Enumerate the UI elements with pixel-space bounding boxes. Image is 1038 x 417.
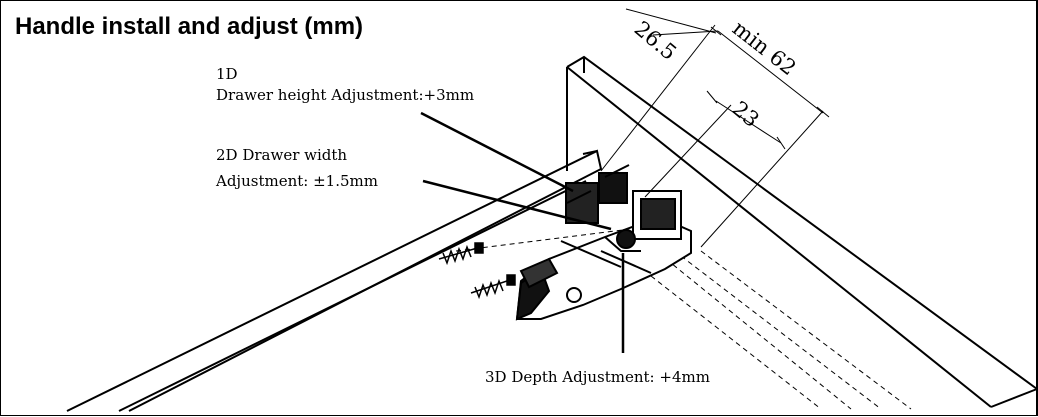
annotation-2d-label: 2D Drawer width (216, 146, 347, 164)
leader-1d (420, 111, 574, 193)
annotation-1d-text: Drawer height Adjustment:+3mm (216, 86, 474, 104)
dimension-26-5: 26.5 (630, 16, 681, 64)
leader-2d (422, 179, 612, 231)
annotation-3d-text: 3D Depth Adjustment: +4mm (485, 368, 710, 386)
dimension-23: 23 (728, 96, 764, 132)
annotation-2d: 2D Drawer width Adjustment: ±1.5mm (215, 146, 378, 190)
locking-device (515, 164, 692, 321)
screw-upper-icon (438, 242, 484, 266)
annotation-1d-label: 1D (216, 65, 238, 83)
annotation-2d-text: Adjustment: ±1.5mm (215, 172, 378, 190)
dimension-min-62: min 62 (728, 16, 801, 80)
annotation-3d: 3D Depth Adjustment: +4mm (485, 368, 710, 386)
screw-lower-icon (470, 274, 516, 300)
drawer-side-panel (66, 149, 603, 412)
annotation-1d: 1D Drawer height Adjustment:+3mm (216, 65, 474, 104)
dimension-lines (600, 8, 830, 248)
diagram-title: Handle install and adjust (mm) (15, 13, 364, 40)
leader-lines (420, 111, 625, 353)
hidden-runner-lines (455, 228, 912, 410)
